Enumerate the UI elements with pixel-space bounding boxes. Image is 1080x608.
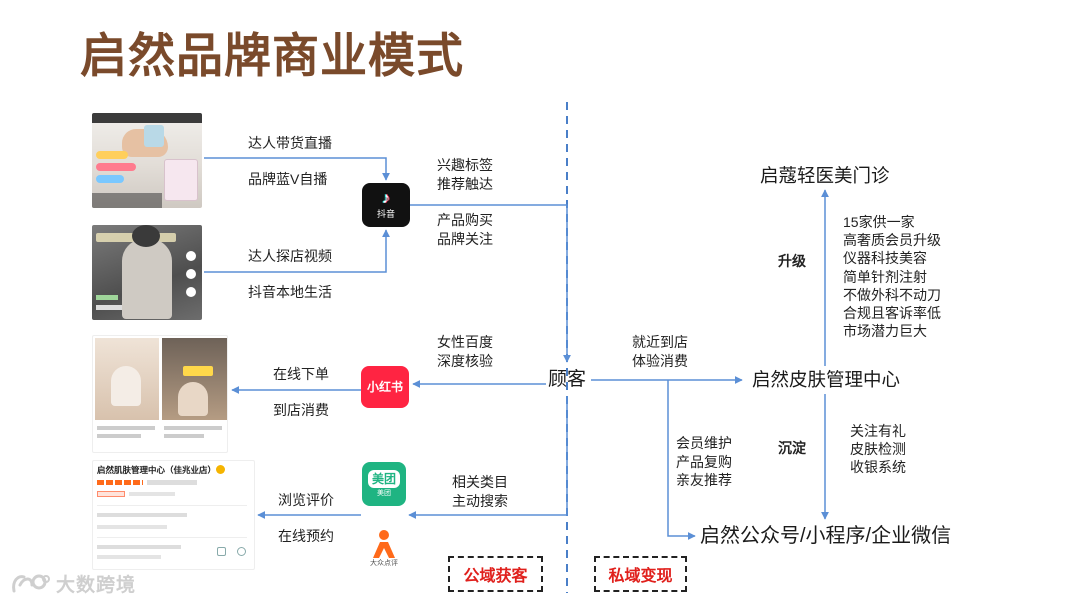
- feed-card-text: [164, 426, 222, 430]
- arrow-customer-to-meituan: [408, 396, 568, 519]
- dianping-logo-icon: 大众点评: [362, 525, 406, 571]
- label-nearby-store: 就近到店: [632, 334, 688, 350]
- upgrade-point: 不做外科不动刀: [843, 287, 941, 303]
- screenshot-side-icon: [186, 269, 196, 279]
- customer-node: 顾客: [548, 369, 587, 390]
- feed-card-person: [178, 382, 208, 416]
- screenshot-person: [122, 239, 172, 319]
- arrow-live-to-douyin: [204, 157, 390, 181]
- retention-point: 产品复购: [676, 454, 732, 470]
- dianping-store-listing-screenshot: 启然肌肤管理中心（佳兆业店）: [92, 460, 255, 570]
- screenshot-side-icon: [186, 251, 196, 261]
- douyin-logo-icon: ♪ 抖音: [362, 183, 410, 227]
- label-brand-follow: 品牌关注: [437, 231, 493, 247]
- upgrade-point: 市场潜力巨大: [843, 323, 927, 339]
- arrow-douyin-to-customer: [410, 204, 571, 363]
- label-product-purchase: 产品购买: [437, 212, 493, 228]
- feed-card-person: [111, 366, 141, 406]
- douyin-livestream-screenshot: [92, 113, 202, 208]
- listing-stars: [97, 480, 143, 485]
- private-section-label: 私域变现: [594, 556, 687, 592]
- meituan-logo-caption: 美团: [377, 490, 391, 497]
- slide-title: 启然品牌商业模式: [80, 29, 464, 82]
- listing-nav-icon: [217, 547, 226, 556]
- screenshot-top-bar: [92, 113, 202, 123]
- watermark-text: 大数跨境: [56, 575, 137, 596]
- xiaohongshu-logo-text: 小红书: [366, 380, 403, 394]
- xiaohongshu-feed-screenshot: [92, 335, 228, 453]
- feed-card-text: [97, 426, 155, 430]
- label-browse-reviews: 浏览评价: [278, 492, 334, 508]
- meituan-logo-text: 美团: [367, 470, 400, 488]
- label-daren-live: 达人带货直播: [248, 135, 332, 151]
- listing-text-line: [97, 525, 167, 529]
- douyin-video-screenshot: [92, 225, 202, 320]
- upgrade-point: 简单针剂注射: [843, 269, 927, 285]
- upgrade-point: 15家供一家: [843, 214, 915, 230]
- listing-text-line: [97, 555, 161, 559]
- screenshot-person-head: [132, 225, 160, 247]
- listing-divider: [97, 537, 247, 538]
- listing-tag: [97, 491, 125, 497]
- retention-point: 会员维护: [676, 435, 732, 451]
- screenshot-chip: [96, 175, 124, 183]
- watermark: 大数跨境: [10, 570, 136, 597]
- screenshot-text-line: [96, 295, 118, 300]
- listing-text-line: [147, 480, 197, 485]
- upgrade-point: 高奢质会员升级: [843, 232, 941, 248]
- listing-text-line: [129, 492, 175, 496]
- screenshot-text-line: [96, 305, 122, 310]
- label-experience-consume: 体验消费: [632, 353, 688, 369]
- screenshot-product: [144, 125, 164, 147]
- upgrade-point: 合规且客诉率低: [843, 305, 941, 321]
- screenshot-bottom-bar: [92, 193, 162, 208]
- music-note-icon: ♪: [382, 190, 390, 207]
- feed-card-text: [97, 434, 141, 438]
- public-section-label: 公域获客: [448, 556, 543, 592]
- settle-point: 收银系统: [850, 459, 906, 475]
- feed-card-sticker: [183, 366, 213, 376]
- label-online-order: 在线下单: [273, 366, 329, 382]
- private-channels-node: 启然公众号/小程序/企业微信: [700, 525, 952, 547]
- listing-divider: [97, 505, 247, 506]
- medical-beauty-clinic-node: 启蔻轻医美门诊: [760, 165, 890, 186]
- skin-management-center-node: 启然皮肤管理中心: [752, 369, 901, 390]
- arrow-customer-to-channels: [667, 380, 696, 540]
- feed-card-text: [164, 434, 204, 438]
- label-store-consume: 到店消费: [273, 402, 329, 418]
- label-settle: 沉淀: [778, 440, 806, 456]
- settle-point: 关注有礼: [850, 423, 906, 439]
- settle-point: 皮肤检测: [850, 441, 906, 457]
- listing-phone-icon: [237, 547, 246, 556]
- douyin-logo-text: 抖音: [376, 209, 395, 219]
- screenshot-chip: [96, 151, 128, 159]
- upgrade-point: 仪器科技美容: [843, 250, 927, 266]
- arrow-local-to-douyin: [204, 229, 390, 273]
- xiaohongshu-logo-icon: 小红书: [361, 366, 409, 408]
- screenshot-phone-preview: [164, 159, 198, 201]
- label-daren-video: 达人探店视频: [248, 248, 332, 264]
- listing-text-line: [97, 513, 187, 517]
- label-female-baidu: 女性百度: [437, 334, 493, 350]
- listing-store-name: 启然肌肤管理中心（佳兆业店）: [97, 465, 217, 475]
- listing-text-line: [97, 545, 181, 549]
- label-interest-tag: 兴趣标签: [437, 157, 493, 173]
- meituan-logo-icon: 美团 美团: [362, 462, 406, 506]
- label-active-search: 主动搜索: [452, 493, 508, 509]
- label-online-booking: 在线预约: [278, 528, 334, 544]
- dianping-logo-caption: 大众点评: [370, 560, 398, 567]
- label-deep-verify: 深度核验: [437, 353, 493, 369]
- screenshot-side-icon: [186, 287, 196, 297]
- screenshot-chip: [96, 163, 136, 171]
- label-recommend-reach: 推荐触达: [437, 176, 493, 192]
- label-local-life: 抖音本地生活: [248, 284, 332, 300]
- dianping-person-icon: [373, 530, 395, 558]
- watermark-logo-icon: [12, 574, 50, 592]
- label-brand-live: 品牌蓝V自播: [248, 171, 328, 187]
- label-upgrade: 升级: [778, 253, 806, 269]
- label-related-category: 相关类目: [452, 474, 508, 490]
- listing-badge-icon: [216, 465, 225, 474]
- retention-point: 亲友推荐: [676, 472, 732, 488]
